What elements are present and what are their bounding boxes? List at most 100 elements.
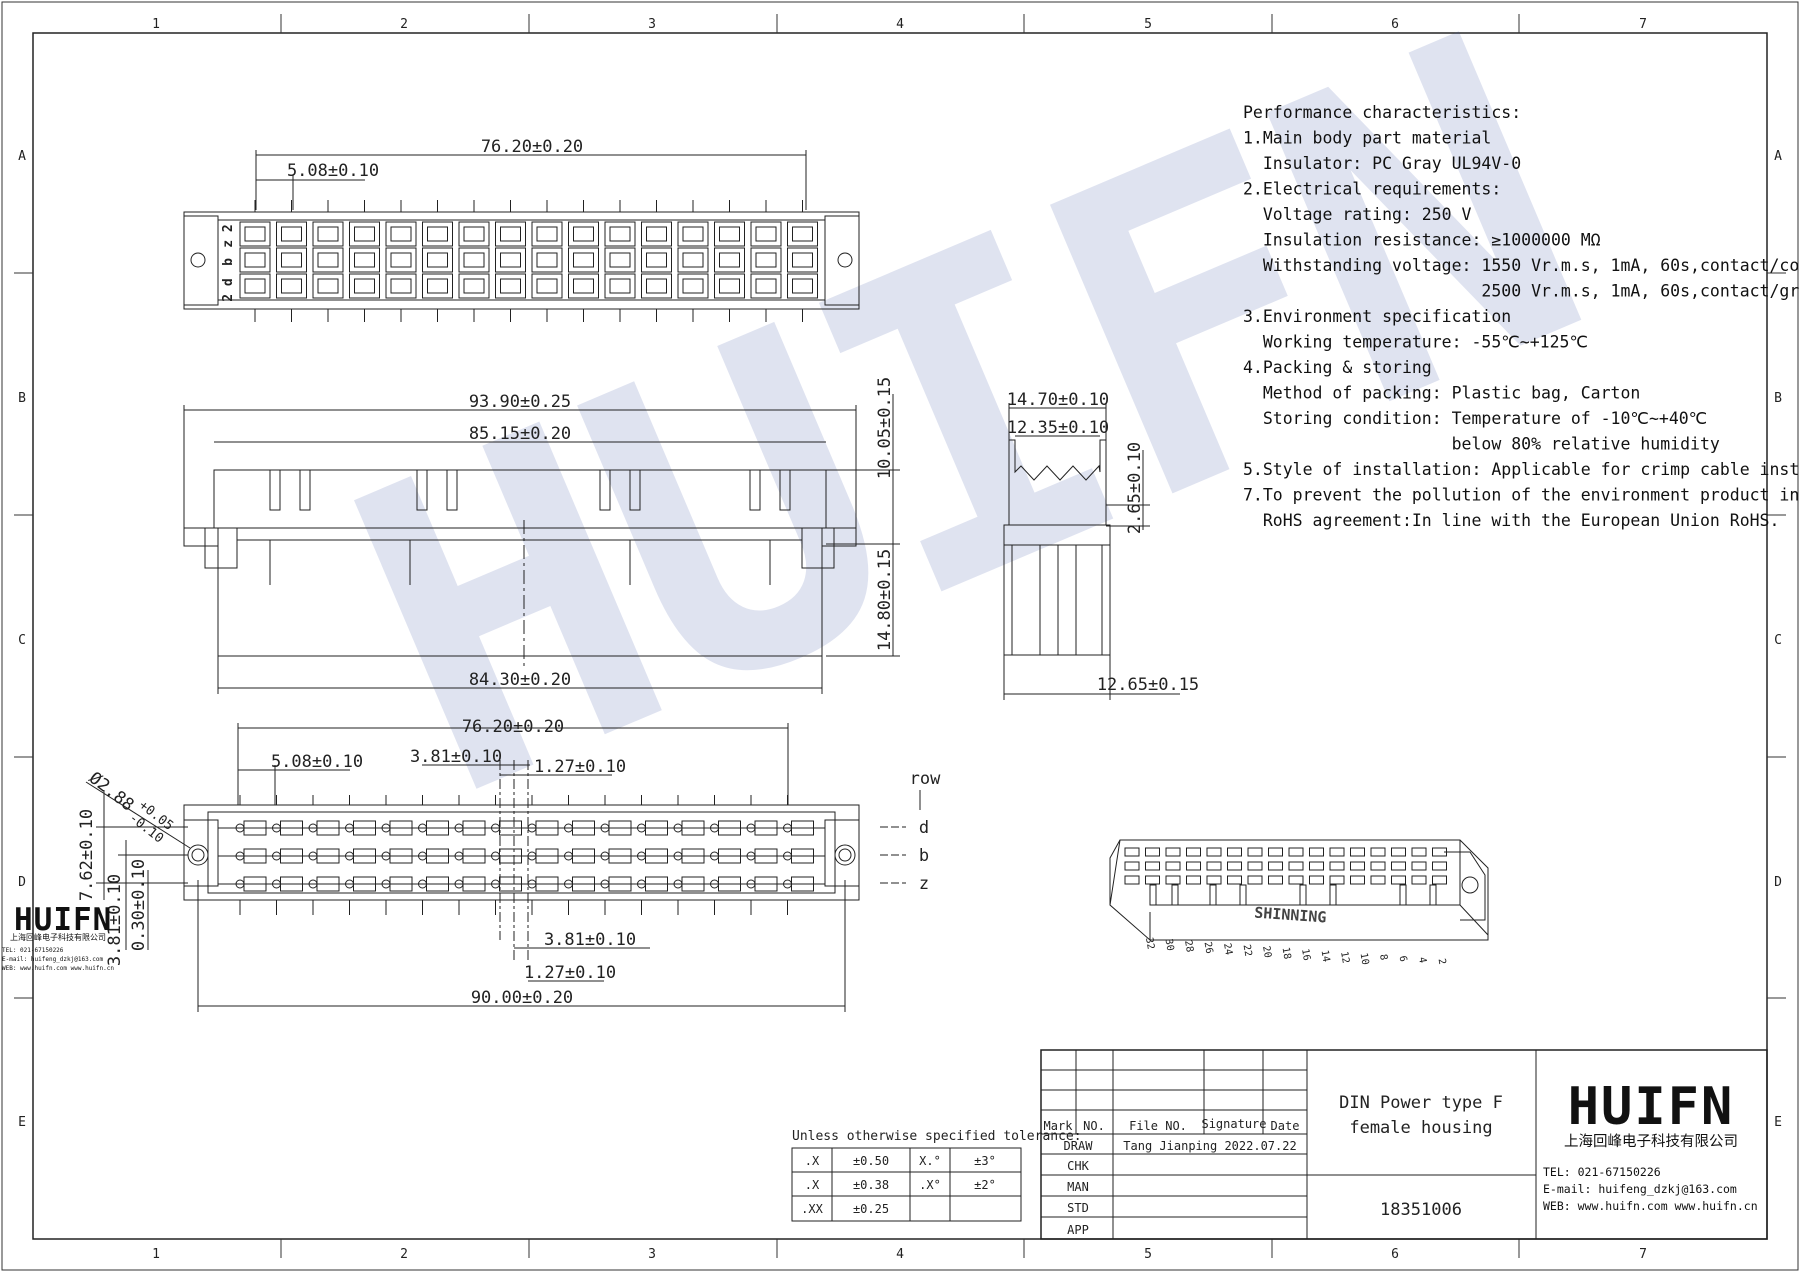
bottom-view-dim-76-20: 76.20±0.20 xyxy=(462,717,564,737)
contact-cell xyxy=(714,273,745,299)
bottom-view-dim-3-81-bottom: 3.81±0.10 xyxy=(544,930,636,950)
contact-cell-inner xyxy=(500,226,521,242)
contact-pad xyxy=(572,876,595,892)
col-label-bottom-3: 3 xyxy=(648,1247,656,1262)
contact-cell-inner xyxy=(500,252,521,268)
iso-contact xyxy=(1145,875,1160,885)
contact-pad xyxy=(426,820,449,836)
end-view-dim-lines xyxy=(1003,403,1180,700)
contact-cell-inner xyxy=(682,226,704,242)
contact-cell xyxy=(714,247,745,273)
contact-cell-inner xyxy=(646,278,667,294)
contact-pad xyxy=(389,876,413,892)
iso-contact xyxy=(1247,861,1263,871)
tb-company-brand: HUIFN xyxy=(1568,1077,1735,1137)
contact-cell-inner xyxy=(317,252,339,268)
iso-view xyxy=(1109,839,1489,941)
contact-cell xyxy=(349,221,380,247)
contact-cell-inner xyxy=(719,278,740,294)
contact-pad xyxy=(280,848,303,864)
contact-cell xyxy=(641,247,672,273)
iso-contact xyxy=(1391,875,1406,885)
row-marker-b: b xyxy=(919,846,929,866)
bottom-view-dim-3-81-vertical: 3.81±0.10 xyxy=(105,874,125,966)
tb-header-no: NO. xyxy=(1083,1119,1105,1133)
bottom-view-flange-left xyxy=(183,819,219,887)
tb-header-mark: Mark xyxy=(1044,1119,1074,1133)
contact-cell-inner xyxy=(390,252,412,268)
contact-cell-inner xyxy=(354,252,375,268)
contact-cell xyxy=(750,221,782,247)
contact-cell-inner xyxy=(244,278,266,294)
tb-part-number: 18351006 xyxy=(1380,1200,1462,1220)
iso-contact xyxy=(1391,861,1406,871)
contact-pad xyxy=(462,848,486,864)
contact-pad xyxy=(791,848,814,864)
contact-pad xyxy=(316,820,340,836)
contact-pad xyxy=(316,876,340,892)
top-view-flange-left xyxy=(183,215,219,306)
col-label-top-1: 1 xyxy=(152,17,160,32)
iso-contact xyxy=(1288,847,1304,857)
iso-contact xyxy=(1432,875,1447,885)
end-view-dim-12-65: 12.65±0.15 xyxy=(1097,675,1199,695)
contact-cell-inner xyxy=(792,226,813,242)
iso-contact xyxy=(1411,847,1427,857)
iso-slot xyxy=(1149,884,1157,906)
row-marker-title: row xyxy=(910,769,941,789)
contact-pad xyxy=(243,820,267,836)
tol-r1-c3: X.° xyxy=(919,1154,941,1168)
tb-header-date: Date xyxy=(1271,1119,1300,1133)
iso-pin-number: 26 xyxy=(1202,941,1215,955)
contact-cell-inner xyxy=(609,278,631,294)
contact-pad xyxy=(243,848,267,864)
iso-contact xyxy=(1247,875,1263,885)
contact-cell-inner xyxy=(244,252,266,268)
contact-cell xyxy=(787,221,818,247)
row-label-right-b: B xyxy=(1774,391,1782,406)
tb-title-line1: DIN Power type F xyxy=(1339,1093,1503,1113)
contact-cell xyxy=(677,273,709,299)
iso-contact xyxy=(1227,861,1242,871)
contact-pad xyxy=(353,848,376,864)
iso-pin-number: 24 xyxy=(1221,942,1234,956)
row-label-left-d: D xyxy=(18,875,26,890)
iso-contact xyxy=(1432,847,1447,857)
iso-pin-number: 22 xyxy=(1241,944,1254,958)
contact-cell-inner xyxy=(755,252,777,268)
side-view-dim-lines xyxy=(183,394,900,694)
iso-contact xyxy=(1124,861,1140,871)
contact-cell xyxy=(276,221,307,247)
hole-diameter: Ø2.88 xyxy=(85,768,138,815)
top-view-dim-lines xyxy=(255,150,807,210)
tol-r2-c4: ±2° xyxy=(974,1178,996,1192)
iso-contact xyxy=(1268,847,1283,857)
iso-slot xyxy=(1239,884,1247,906)
iso-contact xyxy=(1370,847,1386,857)
top-view-pins xyxy=(254,200,803,322)
contact-cell xyxy=(787,273,818,299)
tb-email: E-mail: huifeng_dzkj@163.com xyxy=(1543,1182,1737,1196)
tolerance-grid xyxy=(791,1147,1022,1222)
iso-pin-number: 14 xyxy=(1319,949,1332,963)
col-label-bottom-2: 2 xyxy=(400,1247,408,1262)
tol-r1-c1: .X xyxy=(805,1154,820,1168)
contact-cell-inner xyxy=(427,226,448,242)
tol-r2-c1: .X xyxy=(805,1178,820,1192)
tol-r1-c4: ±3° xyxy=(974,1154,996,1168)
contact-cell-inner xyxy=(573,278,594,294)
side-view xyxy=(183,469,857,670)
iso-contact xyxy=(1165,875,1181,885)
performance-line: Method of packing: Plastic bag, Carton xyxy=(1243,384,1640,403)
zone-ticks xyxy=(14,14,1786,1258)
tb-header-signature: Signature xyxy=(1201,1117,1266,1131)
contact-pad xyxy=(608,820,632,836)
iso-pin-number: 2 xyxy=(1436,958,1448,966)
contact-pad xyxy=(681,876,705,892)
tol-r2-c3: .X° xyxy=(919,1178,941,1192)
iso-slot xyxy=(1399,884,1407,906)
contact-pad xyxy=(718,848,741,864)
bottom-view xyxy=(183,760,860,960)
latch-slot xyxy=(299,469,311,511)
